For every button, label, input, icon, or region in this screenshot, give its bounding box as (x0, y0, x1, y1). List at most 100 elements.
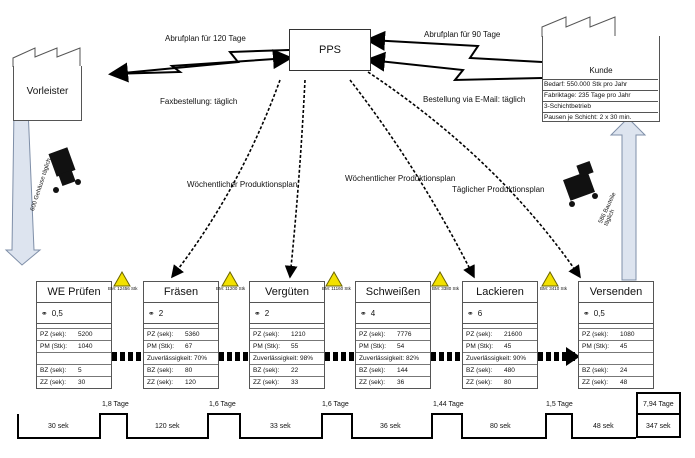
push-arrow-stripe (562, 352, 567, 361)
customer-info-table: Bedarf: 550.000 Stk pro Jahr Fabriktage:… (542, 79, 658, 123)
bz-row: BZ (sek):480 (463, 365, 537, 377)
push-arrow-stripe (538, 352, 543, 361)
operator-icon: ⚭ (148, 308, 155, 318)
inventory-triangle-icon (221, 270, 239, 287)
plan-label-2: Wöchentlicher Produktionsplan (345, 174, 456, 183)
pz-label: PZ (sek): (466, 331, 493, 338)
operator-count: 0,5 (51, 308, 63, 318)
push-arrow-stripe (455, 352, 460, 361)
pm-label: PM (Stk): (253, 343, 281, 350)
customer-info-row: Fabriktage: 235 Tage pro Jahr (542, 90, 658, 101)
operator-count: 6 (477, 308, 483, 318)
pz-row: PZ (sek):21600 (463, 329, 537, 341)
fax-label: Faxbestellung: täglich (160, 97, 238, 106)
supplier-factory-roof (12, 47, 81, 67)
pps-box: PPS (289, 29, 371, 71)
zz-value: 36 (397, 379, 405, 386)
bz-value: 144 (397, 367, 408, 374)
bz-label: BZ (sek): (253, 367, 280, 374)
process-name: Versenden (579, 282, 653, 303)
pz-row: PZ (sek): 1210 (250, 329, 324, 341)
abruf-90-label: Abrufplan für 90 Tage (424, 30, 501, 39)
plan-line-lackieren (349, 79, 475, 279)
pm-row: PM (Stk):1040 (37, 341, 111, 353)
operator-icon: ⚭ (41, 308, 48, 318)
inventory-label: BM: 12456 Stk (108, 286, 138, 291)
wait-time: 1,8 Tage (102, 401, 129, 408)
push-arrow-stripe (136, 352, 141, 361)
operator-icon: ⚭ (254, 308, 261, 318)
operator-icon: ⚭ (360, 308, 367, 318)
plan-line-versenden (367, 71, 581, 279)
operator-row: ⚭2 (250, 303, 324, 324)
pz-label: PZ (sek): (253, 331, 280, 338)
wait-time: 1,5 Tage (546, 401, 573, 408)
wait-time: 1,6 Tage (322, 401, 349, 408)
process-time: 30 sek (48, 423, 69, 430)
spacer (37, 324, 111, 329)
push-arrow-stripe (120, 352, 125, 361)
pm-row: PM (Stk):67 (144, 341, 218, 353)
push-arrow-stripe (112, 352, 117, 361)
operator-count: 2 (158, 308, 164, 318)
operator-row: ⚭0,5 (37, 303, 111, 324)
bz-label: BZ (sek): (359, 367, 386, 374)
bz-row: BZ (sek):80 (144, 365, 218, 377)
process-name: Vergüten (250, 282, 324, 303)
zuv-value: 70% (193, 355, 207, 362)
zuv-row: Zuverlässigkeit: 98% (250, 353, 324, 365)
email-arrow (365, 51, 543, 82)
operator-row: ⚭4 (356, 303, 430, 324)
fax-arrow (111, 49, 293, 75)
spacer (356, 324, 430, 329)
plan-line-fraesen (171, 79, 281, 279)
bz-row: BZ (sek):5 (37, 365, 111, 377)
inventory-label: BM: 3380 Stk (432, 286, 460, 291)
supplier-factory: Vorleister (13, 66, 82, 121)
zuv-value: 98% (299, 355, 313, 362)
pm-value: 45 (620, 343, 628, 350)
zz-label: ZZ (sek): (253, 379, 279, 386)
pz-value: 5360 (185, 331, 200, 338)
pz-row: PZ (sek):5200 (37, 329, 111, 341)
push-arrow-stripe (431, 352, 436, 361)
push-arrow-stripe (219, 352, 224, 361)
pm-row: PM (Stk):45 (463, 341, 537, 353)
push-arrow-stripe (333, 352, 338, 361)
wait-time: 1,44 Tage (433, 401, 464, 408)
zuv-row (579, 353, 653, 365)
process-time: 36 sek (380, 423, 401, 430)
zz-value: 48 (620, 379, 628, 386)
pz-label: PZ (sek): (40, 331, 67, 338)
timeline-line (17, 413, 636, 439)
push-arrow-stripe (128, 352, 133, 361)
zz-label: ZZ (sek): (147, 379, 173, 386)
abruf-120-label: Abrufplan für 120 Tage (165, 34, 246, 43)
inventory-label: BM: 11160 Stk (322, 286, 351, 291)
customer-info-row: Pausen je Schicht: 2 x 30 min. (542, 112, 658, 123)
push-arrows (112, 347, 580, 366)
zz-value: 120 (185, 379, 196, 386)
operator-row: ⚭6 (463, 303, 537, 324)
zz-label: ZZ (sek): (466, 379, 492, 386)
push-arrow-stripe (447, 352, 452, 361)
zz-row: ZZ (sek):30 (37, 377, 111, 388)
push-arrow-stripe (439, 352, 444, 361)
pps-label: PPS (318, 44, 341, 56)
pz-value: 1080 (620, 331, 635, 338)
bz-value: 22 (291, 367, 299, 374)
push-arrow-stripe (554, 352, 559, 361)
operator-row: ⚭0,5 (579, 303, 653, 324)
spacer (579, 324, 653, 329)
spacer (463, 324, 537, 329)
bz-row: BZ (sek): 144 (356, 365, 430, 377)
pz-value: 1210 (291, 331, 306, 338)
operator-count: 4 (370, 308, 376, 318)
pm-value: 55 (291, 343, 299, 350)
pz-label: PZ (sek): (359, 331, 386, 338)
process-name: Lackieren (463, 282, 537, 303)
pz-row: PZ (sek):5360 (144, 329, 218, 341)
customer-factory-roof (541, 16, 616, 37)
